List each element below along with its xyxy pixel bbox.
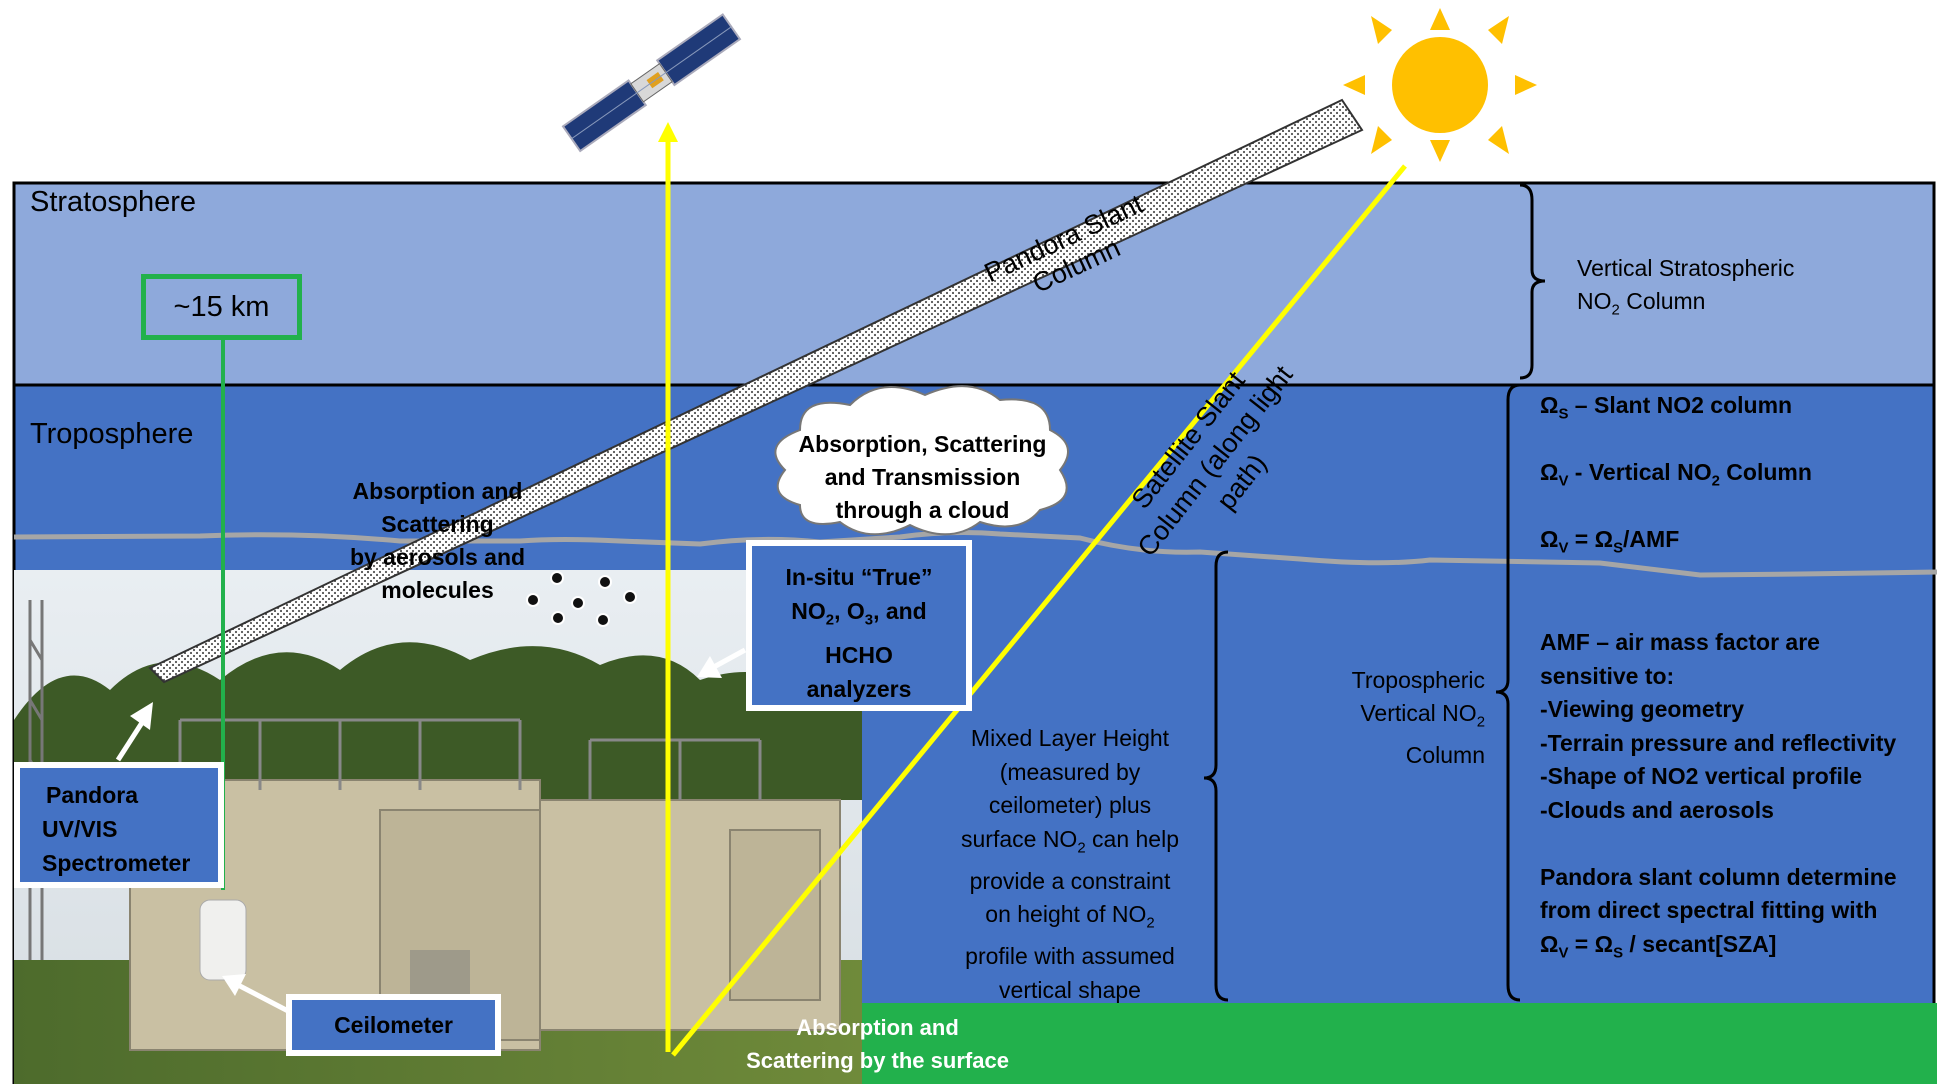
troposphere-label: Troposphere [30, 418, 194, 450]
cloud-label: Absorption, Scattering and Transmission … [798, 431, 1047, 523]
sun-icon [1343, 8, 1537, 162]
stratosphere-brace-icon [1519, 183, 1546, 380]
mixed-layer-text: Mixed Layer Height (measured by ceilomet… [961, 725, 1179, 1003]
altitude-marker-text: ~15 km [173, 290, 270, 323]
aerosol-label: Absorption and Scattering by aerosols an… [349, 478, 526, 603]
satellite-icon [561, 13, 742, 153]
satellite-arrow-icon [658, 122, 678, 142]
formula-slant: ΩS – Slant NO2 column [1540, 392, 1793, 423]
pandora-slant-column [148, 98, 1364, 684]
stratosphere-label: Stratosphere [30, 186, 197, 218]
troposphere-brace-icon [1495, 383, 1521, 1002]
aerosol-particles-icon [526, 571, 637, 627]
altitude-marker-box: ~15 km [141, 274, 302, 340]
boundary-layer-line [13, 530, 1937, 578]
pandora-spectrometer-box: Pandora UV/VIS Spectrometer [14, 762, 224, 888]
arrow-icon [115, 647, 747, 1015]
tropospheric-column-brace-icon [1203, 550, 1229, 1002]
sun-to-surface-path [671, 164, 1407, 1057]
tropospheric-column-label: Tropospheric Vertical NO2 Column [1351, 667, 1485, 768]
insitu-analyzers-box: In-situ “True” NO2, O3, and HCHO analyze… [746, 540, 972, 711]
formula-vertical: ΩV - Vertical NO2 Column [1540, 459, 1812, 490]
formula-amf: ΩV = ΩS/AMF [1540, 526, 1680, 557]
stratospheric-column-label: Vertical Stratospheric NO2 Column [1577, 255, 1795, 319]
ceilometer-box: Ceilometer [286, 994, 501, 1056]
cloud-icon [774, 385, 1069, 536]
surface-label: Absorption and Scattering by the surface [746, 1015, 1009, 1073]
amf-block: AMF – air mass factor are sensitive to: … [1540, 629, 1897, 962]
ground-surface [862, 1003, 1937, 1084]
